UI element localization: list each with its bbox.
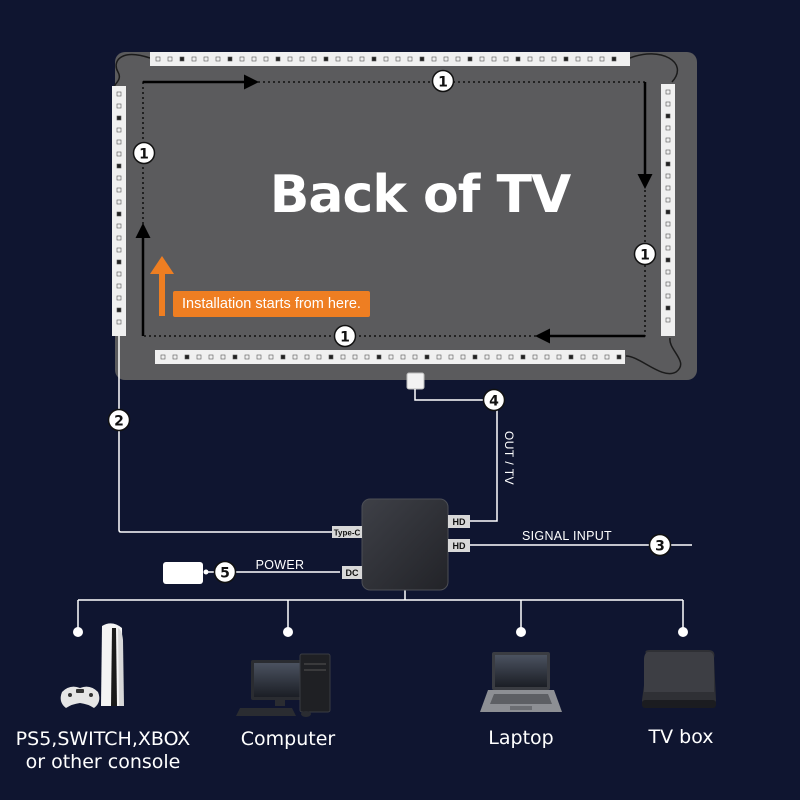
port-dc: DC [342, 566, 362, 579]
device-label-tvbox: TV box [648, 726, 714, 748]
label-signal-input: SIGNAL INPUT [522, 529, 612, 543]
orange-up-arrow-icon [150, 256, 174, 316]
badge-step-1-bottom: 1 [333, 324, 357, 348]
svg-text:1: 1 [340, 330, 350, 346]
bus-node-tvbox [678, 627, 688, 637]
power-adapter [163, 562, 203, 584]
badge-step-1-right: 1 [633, 242, 657, 266]
camera-module [406, 372, 425, 390]
svg-text:4: 4 [489, 394, 499, 410]
computer-icon [236, 653, 331, 717]
device-label-console-line1: PS5,SWITCH,XBOX [15, 728, 191, 750]
bus-node-computer [283, 627, 293, 637]
device-label-computer: Computer [240, 728, 336, 750]
led-chips-left [116, 91, 122, 325]
label-out-tv: OUT / TV [502, 431, 516, 485]
svg-text:2: 2 [114, 414, 124, 430]
svg-text:1: 1 [139, 147, 149, 163]
led-strip-bottom [155, 350, 625, 364]
tv-title: Back of TV [269, 165, 571, 225]
badge-step-1-left: 1 [132, 141, 156, 165]
port-hd-out: HD [448, 515, 470, 528]
power-adapter-plug [203, 569, 209, 575]
led-strip-top [150, 52, 630, 66]
svg-text:5: 5 [220, 566, 230, 582]
corner-wire-top-left [113, 53, 151, 89]
bus-node-laptop [516, 627, 526, 637]
badge-step-4: 4 [482, 388, 506, 412]
wire-strip-lead [118, 336, 332, 533]
corner-wire-top-right [629, 53, 679, 83]
svg-text:Type-C: Type-C [334, 529, 361, 538]
device-label-laptop: Laptop [488, 727, 554, 749]
led-chips-bottom [160, 354, 622, 360]
sync-box [361, 498, 449, 591]
device-label-console-line2: or other console [25, 751, 181, 773]
console-icon [60, 623, 124, 708]
port-hd-in: HD [448, 539, 470, 552]
svg-text:DC: DC [346, 568, 359, 578]
tv-box-icon [642, 650, 716, 708]
svg-text:1: 1 [438, 75, 448, 91]
led-strip-left [112, 86, 126, 336]
badge-step-5: 5 [213, 560, 237, 584]
led-chips-top [155, 56, 617, 62]
device-label-console: PS5,SWITCH,XBOX or other console [8, 728, 198, 774]
corner-wire-bottom-right [625, 337, 682, 375]
led-chips-right [665, 89, 671, 323]
svg-text:3: 3 [655, 539, 665, 555]
install-path-dashed [142, 81, 646, 337]
laptop-icon [480, 652, 562, 712]
badge-step-2: 2 [107, 408, 131, 432]
svg-text:1: 1 [640, 248, 650, 264]
svg-text:HD: HD [453, 541, 466, 551]
badge-step-3: 3 [648, 533, 672, 557]
label-power: POWER [256, 558, 305, 572]
svg-text:HD: HD [453, 517, 466, 527]
port-type-c: Type-C [332, 526, 362, 538]
bus-node-console [73, 627, 83, 637]
badge-step-1-top: 1 [431, 69, 455, 93]
installation-start-callout: Installation starts from here. [173, 291, 370, 317]
